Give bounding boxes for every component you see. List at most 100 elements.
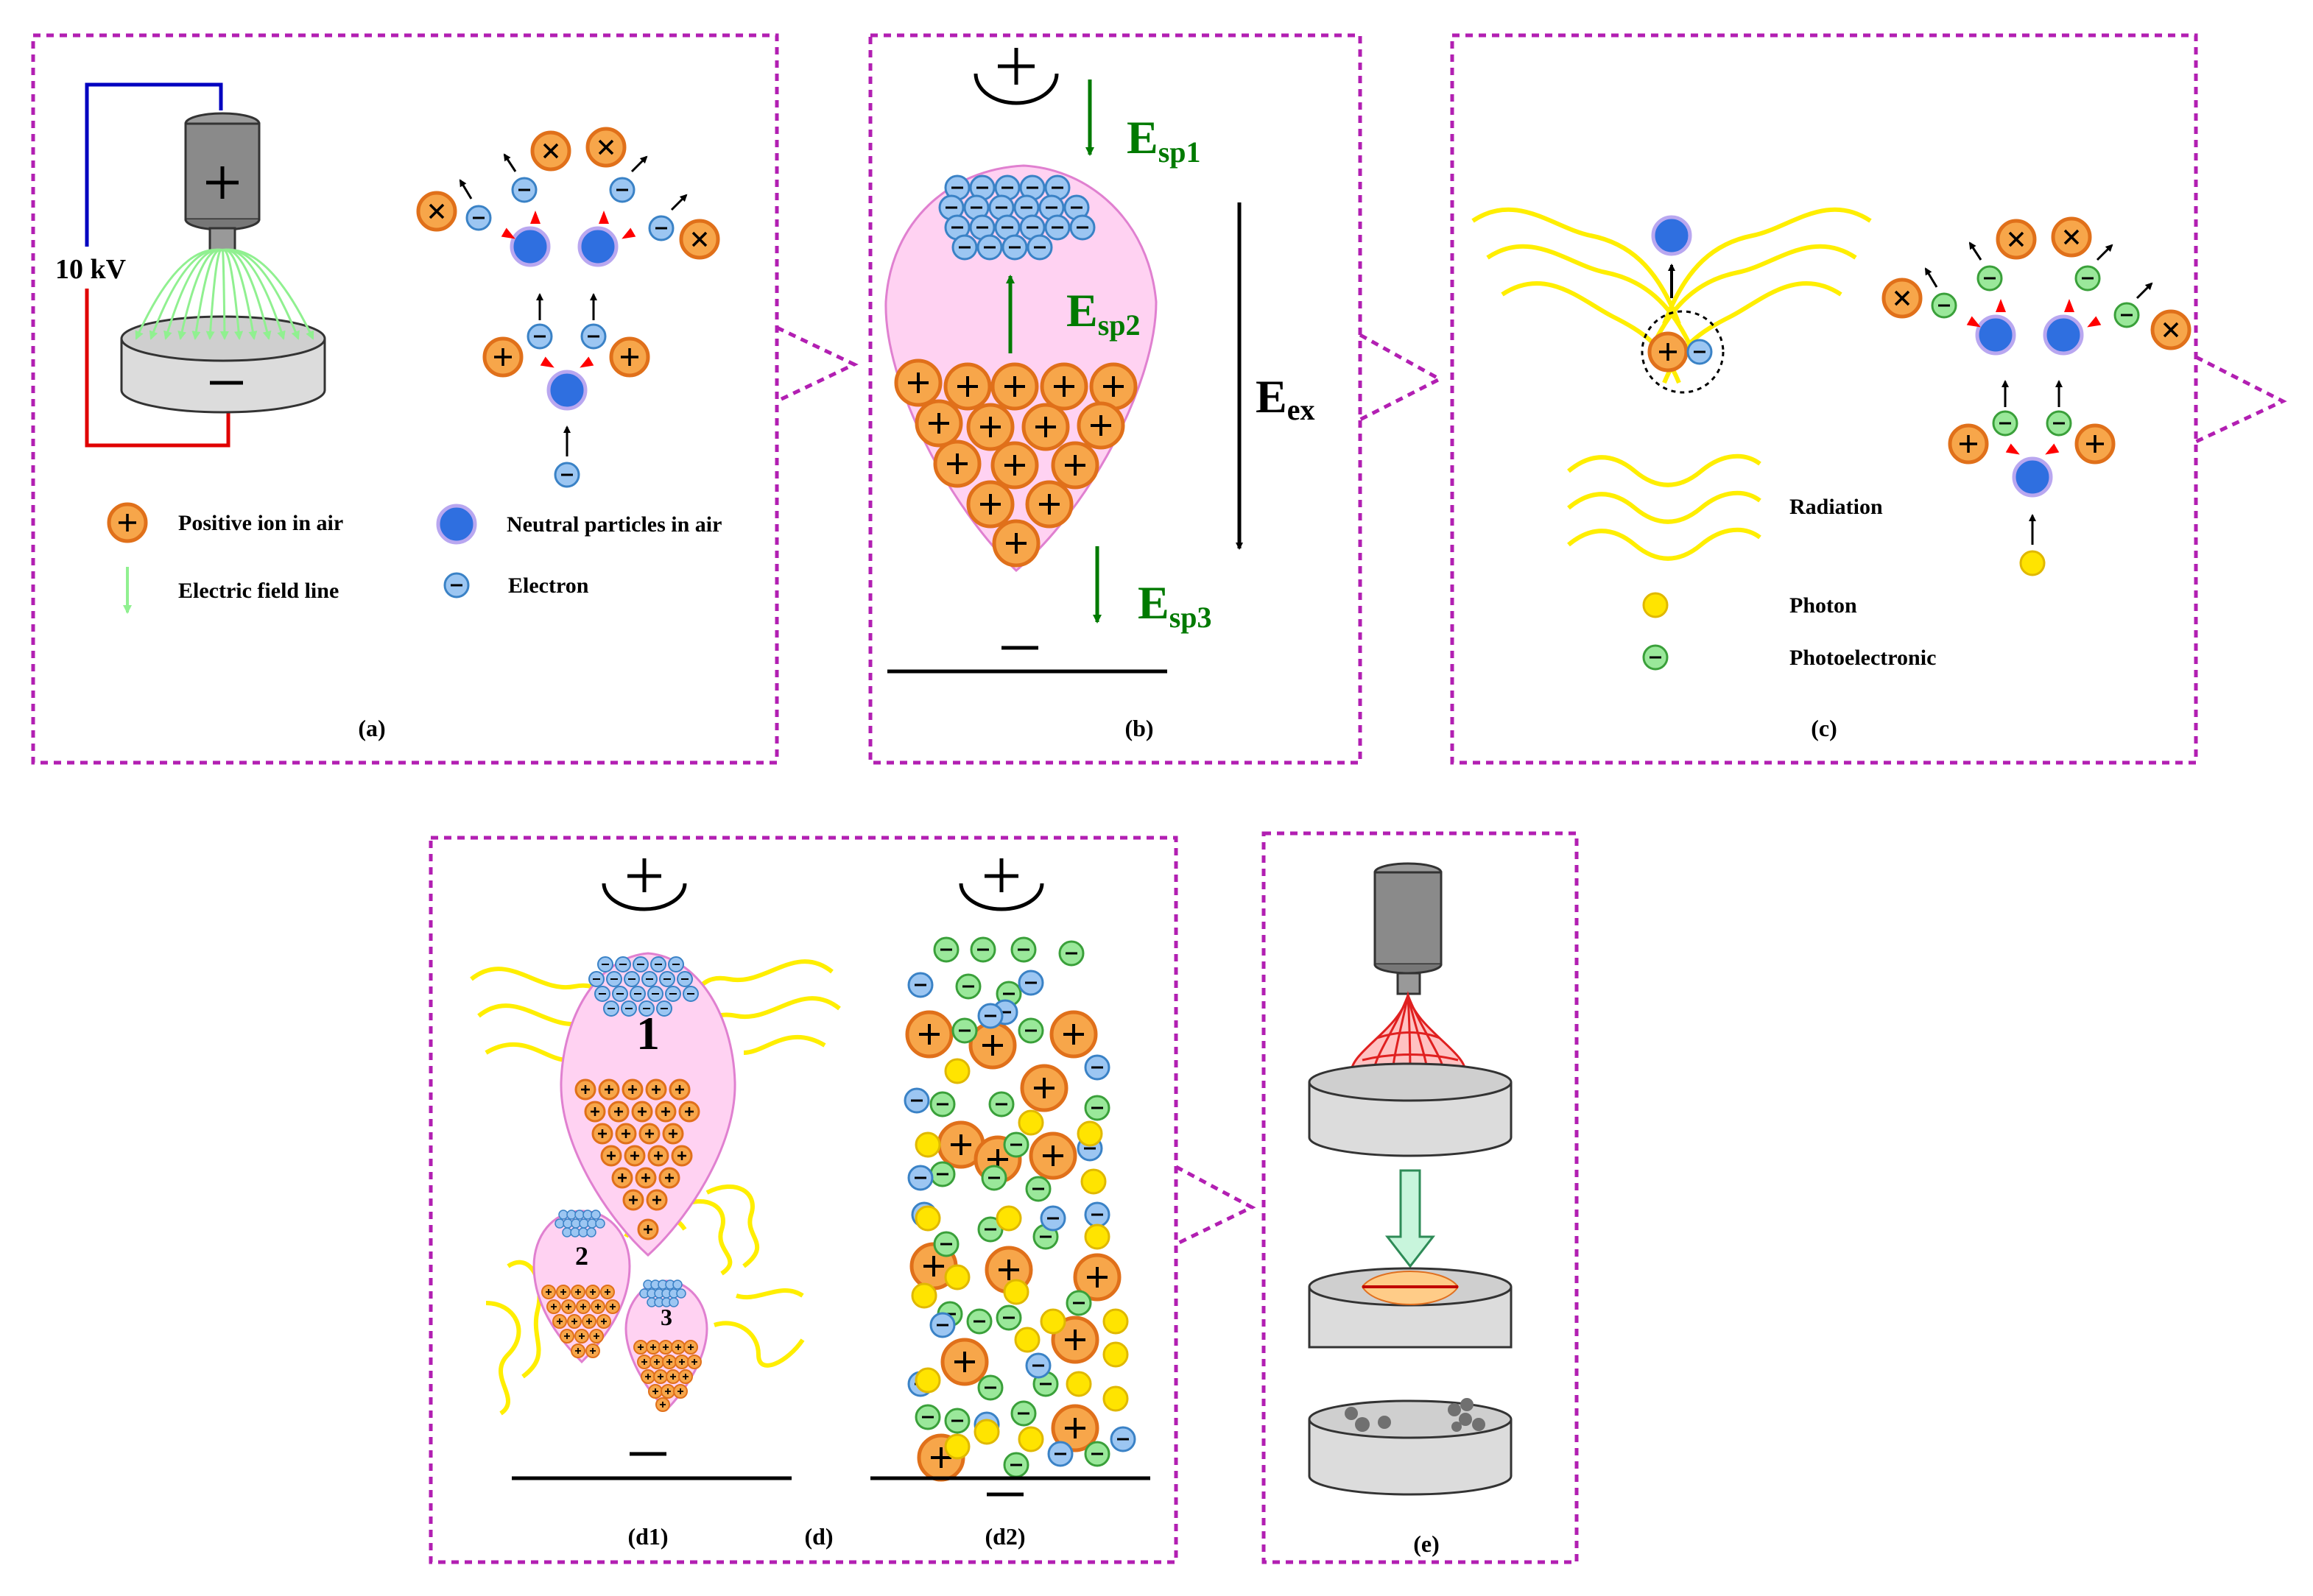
positive-ion xyxy=(622,1189,644,1211)
positive-ion xyxy=(532,133,569,169)
positive-ion xyxy=(631,1101,653,1123)
field-line xyxy=(205,248,224,340)
photoelectron xyxy=(2113,302,2140,328)
positive-ion xyxy=(653,1369,668,1384)
positive-ion xyxy=(662,1123,684,1145)
positive-ion xyxy=(1884,280,1921,317)
frame-d xyxy=(429,836,1178,1564)
circuit-wire-bottom xyxy=(85,289,230,448)
legend-c: Radiation Photon Photoelectronic xyxy=(1567,453,1936,671)
positive-ion xyxy=(2152,311,2189,348)
positive-ion xyxy=(661,1384,675,1399)
positive-ion xyxy=(662,1355,677,1369)
panel-d: 1 2 3 (d1) (d2) (d) xyxy=(470,858,1150,1550)
photoelectron xyxy=(970,936,996,963)
photon xyxy=(915,1205,941,1232)
positive-ion xyxy=(968,405,1013,449)
positive-ion xyxy=(582,1314,596,1329)
photon xyxy=(1102,1385,1129,1412)
electron xyxy=(976,234,1003,261)
photoelectron xyxy=(1010,1400,1037,1427)
electron xyxy=(929,1312,956,1338)
electron xyxy=(591,1210,601,1220)
photon xyxy=(1003,1279,1029,1305)
positive-ion xyxy=(624,1145,646,1167)
photoelectron xyxy=(1058,940,1085,967)
caption-d1: (d1) xyxy=(627,1523,668,1550)
electron xyxy=(597,956,613,972)
photoelectron xyxy=(1003,1452,1029,1478)
electron xyxy=(1040,1205,1066,1232)
positive-ion xyxy=(560,1329,574,1343)
legend-a: Positive ion in air Neutral particles in… xyxy=(109,504,722,614)
neutral-particle xyxy=(549,372,585,409)
connector-d-e xyxy=(1175,1165,1256,1246)
avalanche-label-3: 3 xyxy=(661,1304,672,1330)
electron xyxy=(579,1218,589,1229)
positive-ion xyxy=(556,1285,571,1299)
photoelectron xyxy=(988,1091,1015,1117)
field-line xyxy=(191,248,223,340)
positive-ion xyxy=(546,1299,561,1314)
electron xyxy=(641,971,658,987)
positive-ion xyxy=(600,1145,622,1167)
positive-ion xyxy=(673,1384,688,1399)
photoelectron xyxy=(966,1308,993,1335)
legend-field-line: Electric field line xyxy=(178,579,339,603)
positive-ion xyxy=(552,1314,567,1329)
connector-b-c xyxy=(1359,333,1444,422)
positive-ion xyxy=(635,1167,657,1189)
positive-ion xyxy=(591,1123,613,1145)
positive-ion xyxy=(571,1285,585,1299)
positive-ion xyxy=(1650,333,1686,370)
electron xyxy=(1110,1426,1136,1452)
connector-a-b xyxy=(775,325,859,403)
photoelectron xyxy=(1003,1131,1029,1158)
positive-ion xyxy=(585,1343,600,1358)
panel-a: 10 kV xyxy=(55,82,722,741)
electron xyxy=(683,986,699,1002)
positive-ion xyxy=(645,1078,667,1101)
positive-ion xyxy=(681,221,718,258)
positive-ion xyxy=(638,1123,661,1145)
positive-ion xyxy=(622,1078,644,1101)
panel-b: Esp1 Esp2 Esp3 Eex (b) xyxy=(884,48,1314,741)
electron xyxy=(571,1218,581,1229)
positive-ion xyxy=(576,1299,591,1314)
positive-ion xyxy=(1042,364,1086,409)
positive-ion xyxy=(666,1369,680,1384)
electron xyxy=(648,215,675,241)
electron xyxy=(562,1227,572,1237)
photoionization-circle xyxy=(1641,310,1725,394)
positive-ion xyxy=(1022,1066,1066,1110)
electron xyxy=(555,1218,565,1229)
photon xyxy=(1077,1120,1103,1147)
anode-symbol-d1 xyxy=(602,858,687,911)
panel-c: Radiation Photon Photoelectronic (c) xyxy=(1471,207,2189,741)
positive-ion xyxy=(658,1340,673,1355)
frame-a xyxy=(31,33,779,765)
photon xyxy=(2019,550,2046,576)
positive-ion xyxy=(608,1101,630,1123)
photoelectron xyxy=(1084,1441,1110,1467)
positive-ion xyxy=(968,482,1013,526)
positive-ion xyxy=(589,1329,604,1343)
electron xyxy=(595,1218,605,1229)
positive-ion xyxy=(598,1078,620,1101)
positive-ion xyxy=(1024,405,1068,449)
electron xyxy=(566,1210,577,1220)
positive-ion xyxy=(541,1285,556,1299)
electron xyxy=(578,1227,588,1237)
positive-ion xyxy=(2053,219,2090,255)
caption-a: (a) xyxy=(358,715,385,741)
photoelectron xyxy=(1025,1176,1052,1202)
electron xyxy=(907,1165,934,1191)
photoelectron xyxy=(1976,265,2003,292)
photoelectron xyxy=(1018,1017,1044,1044)
positive-ion xyxy=(584,1101,606,1123)
positive-ion xyxy=(648,1384,663,1399)
positive-ion xyxy=(678,1101,700,1123)
photon xyxy=(1102,1308,1129,1335)
electron xyxy=(668,956,684,972)
